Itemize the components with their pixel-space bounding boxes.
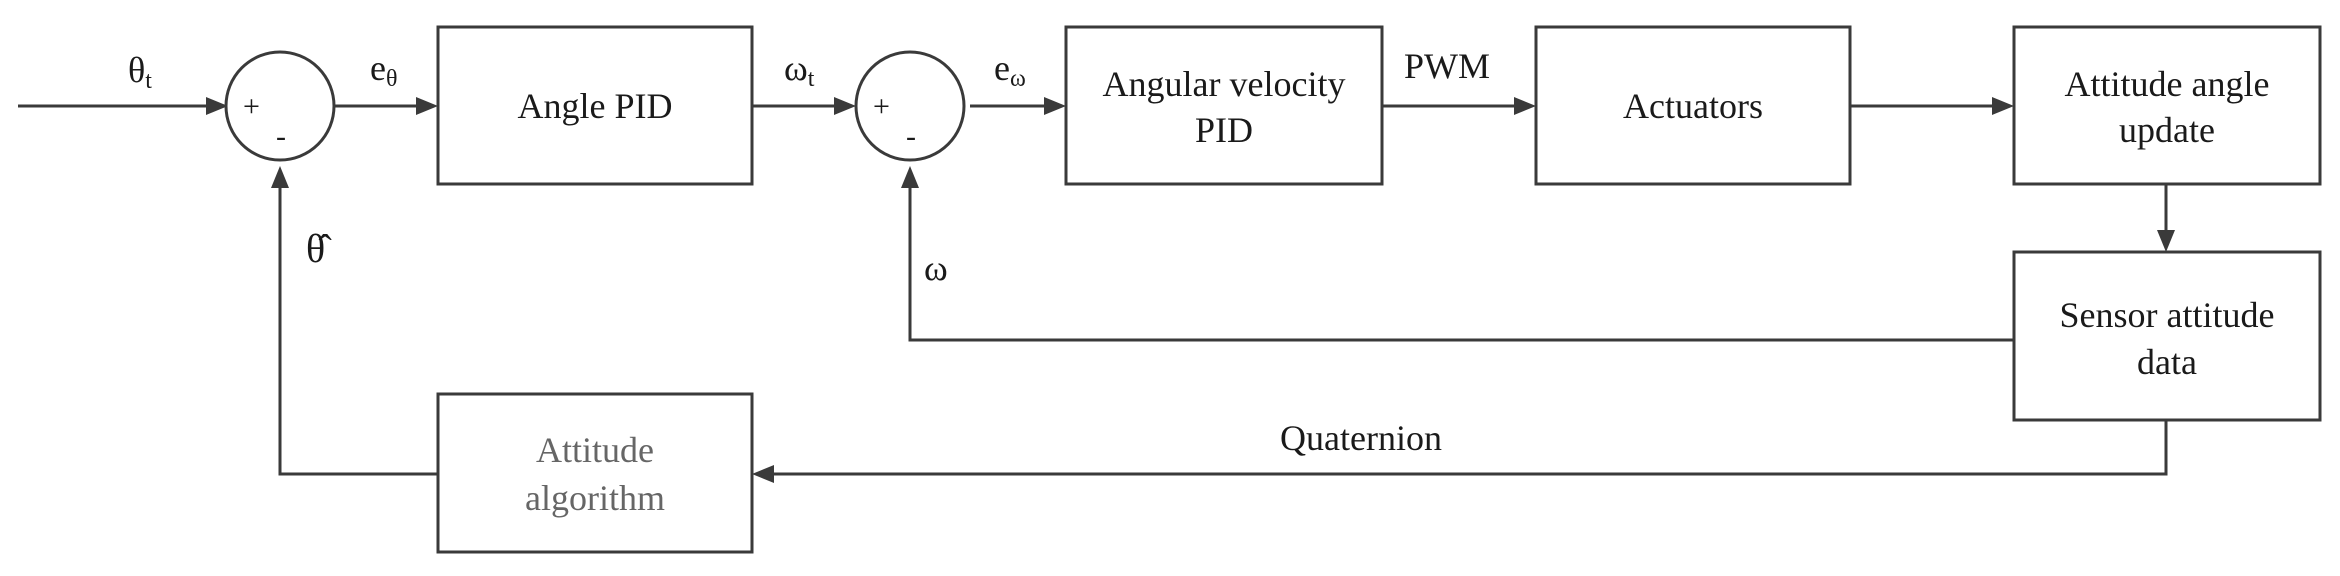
- attitude-angle-update-label-line2: update: [2119, 110, 2215, 150]
- actuators-block: Actuators: [1534, 25, 1852, 186]
- angular-velocity-pid-label-line1: Angular velocity: [1103, 64, 1346, 104]
- rate-sum-plus-sign: +: [873, 90, 890, 123]
- signal-quaternion: Quaternion: [1280, 418, 1442, 458]
- wire-theta-hat-feedback: [278, 179, 438, 476]
- angular-velocity-pid-block: Angular velocity PID: [1064, 25, 1384, 186]
- wire-omega-feedback: [908, 179, 2014, 342]
- arrowhead: [901, 166, 919, 188]
- angle-sum-plus-sign: +: [243, 90, 260, 123]
- sensor-attitude-data-label-line2: data: [2137, 342, 2197, 382]
- arrowhead: [416, 97, 438, 115]
- angle-pid-label: Angle PID: [518, 86, 673, 126]
- signal-pwm: PWM: [1404, 46, 1490, 86]
- attitude-angle-update-block: Attitude angle update: [2012, 25, 2322, 186]
- arrowhead: [2157, 230, 2175, 252]
- signal-rate-error: eω: [994, 48, 1026, 92]
- rate-summing-junction: + -: [854, 50, 966, 162]
- signal-angle-error: eθ: [370, 48, 397, 92]
- attitude-angle-update-label-line1: Attitude angle: [2065, 64, 2270, 104]
- signal-omega-feedback: ω: [924, 248, 948, 288]
- signal-omega-target: ωt: [784, 48, 815, 92]
- actuators-label: Actuators: [1623, 86, 1763, 126]
- angular-velocity-pid-label-line2: PID: [1195, 110, 1253, 150]
- signal-theta-target: θt: [128, 50, 152, 94]
- arrowhead: [1044, 97, 1066, 115]
- arrowhead: [206, 97, 228, 115]
- angle-pid-block: Angle PID: [436, 25, 754, 186]
- angle-sum-minus-sign: -: [276, 120, 286, 153]
- attitude-algorithm-block: Attitude algorithm: [436, 392, 754, 554]
- sensor-attitude-data-label-line1: Sensor attitude: [2060, 295, 2275, 335]
- attitude-algorithm-label-line2: algorithm: [525, 478, 665, 518]
- arrowhead: [271, 166, 289, 188]
- signal-theta-hat: θ̂: [306, 226, 332, 271]
- angle-summing-junction: + -: [224, 50, 336, 162]
- arrowhead: [752, 465, 774, 483]
- arrowhead: [1992, 97, 2014, 115]
- rate-sum-minus-sign: -: [906, 120, 916, 153]
- wire-quaternion: [765, 420, 2168, 476]
- arrowhead: [834, 97, 856, 115]
- sensor-attitude-data-block: Sensor attitude data: [2012, 250, 2322, 422]
- attitude-algorithm-label-line1: Attitude: [536, 430, 654, 470]
- arrowhead: [1514, 97, 1536, 115]
